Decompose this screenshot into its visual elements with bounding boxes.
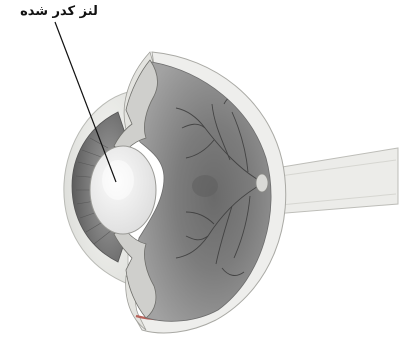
macula — [192, 175, 218, 197]
optic-disc — [256, 174, 268, 192]
cloudy-lens-label: لنز کدر شده — [6, 4, 112, 19]
